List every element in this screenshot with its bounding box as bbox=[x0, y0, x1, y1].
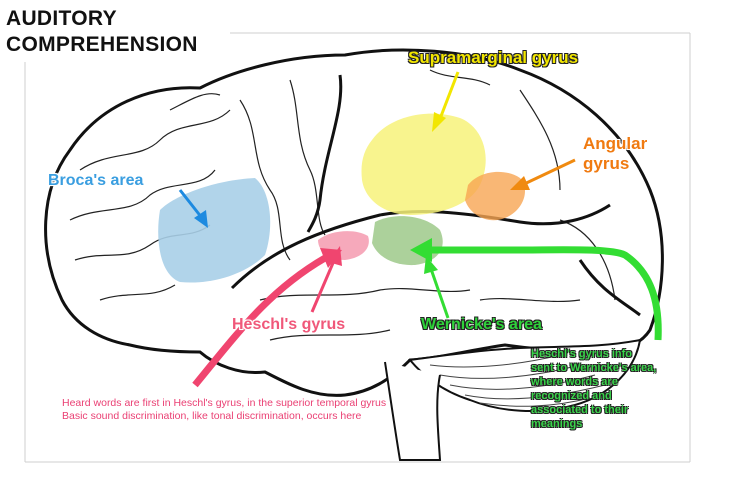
angular-label-line-2: gyrus bbox=[583, 154, 630, 173]
wernicke-arrow-short bbox=[424, 256, 450, 319]
broca-label: Broca's area bbox=[48, 172, 144, 189]
brainstem bbox=[384, 361, 442, 461]
title-line-2: COMPREHENSION bbox=[6, 33, 198, 56]
gyri-lines bbox=[69, 69, 616, 341]
supramarginal-arrow bbox=[432, 71, 460, 132]
posterior-sulcus bbox=[578, 259, 641, 317]
angular-label: Angular gyrus bbox=[583, 134, 647, 174]
note-line: recognized and bbox=[531, 390, 612, 402]
note-line: Heschl's gyrus info bbox=[531, 348, 633, 360]
heschl-info-note: Heard words are first in Heschl's gyrus,… bbox=[62, 397, 386, 423]
angular-arrow bbox=[510, 158, 576, 190]
note-line: Basic sound discrimination, like tonal d… bbox=[62, 410, 362, 422]
broca-arrow bbox=[178, 189, 208, 228]
angular-label-line-1: Angular bbox=[583, 134, 648, 153]
heschl-arrow-long bbox=[192, 248, 342, 388]
angular-region bbox=[465, 171, 525, 221]
wernicke-path-note: Heschl's gyrus info sent to Wernicke's a… bbox=[531, 347, 701, 431]
note-line: sent to Wernicke's area, bbox=[531, 362, 657, 374]
central-sulcus bbox=[306, 74, 343, 233]
supramarginal-label: Supramarginal gyrus bbox=[408, 48, 579, 67]
title-line-1: AUDITORY bbox=[6, 7, 117, 30]
note-line: associated to their bbox=[531, 404, 629, 416]
broca-region bbox=[158, 178, 271, 283]
wernicke-label: Wernicke's area bbox=[421, 316, 542, 333]
supramarginal-region bbox=[361, 113, 486, 215]
slide-title: AUDITORY COMPREHENSION bbox=[6, 6, 198, 58]
note-line: meanings bbox=[531, 418, 583, 430]
note-line: Heard words are first in Heschl's gyrus,… bbox=[62, 397, 387, 409]
wernicke-path-arrow bbox=[410, 238, 662, 341]
cerebellum-folia bbox=[429, 354, 606, 407]
note-line: where words are bbox=[531, 376, 618, 388]
heschl-label: Heschl's gyrus bbox=[232, 316, 346, 333]
